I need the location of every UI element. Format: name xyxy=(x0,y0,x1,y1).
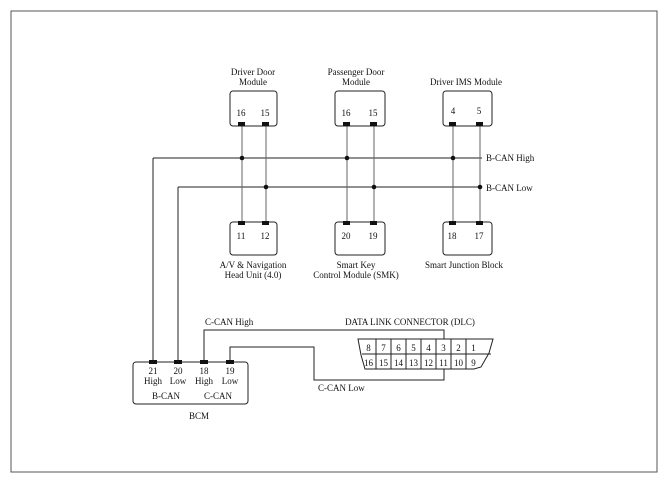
dlc-pin-16: 16 xyxy=(364,358,374,368)
bcm-pin-18: 18 xyxy=(200,366,210,376)
dlc-bottom-pin-labels: 16 15 14 13 12 11 10 9 xyxy=(364,358,476,368)
bcm-group-bcan: B-CAN xyxy=(152,391,181,401)
driver-door-pin-15: 15 xyxy=(261,108,271,118)
dlc-pin-6: 6 xyxy=(396,343,401,353)
ccan-low-wire xyxy=(229,346,445,381)
dlc-pin-7: 7 xyxy=(381,343,386,353)
sjb-pin-18: 18 xyxy=(448,231,458,241)
bcm-pin-level: Low xyxy=(170,376,187,386)
bcm-box xyxy=(132,361,249,405)
av-nav-name-2: Head Unit (4.0) xyxy=(225,270,282,280)
bcm-name: BCM xyxy=(189,411,209,421)
ccan-low-label: C-CAN Low xyxy=(318,383,365,393)
smk-pin-19: 19 xyxy=(369,231,379,241)
ccan-high-label: C-CAN High xyxy=(205,317,254,327)
bus-junctions xyxy=(239,155,483,190)
av-nav-pin-11: 11 xyxy=(237,231,246,241)
dlc-pin-2: 2 xyxy=(456,343,461,353)
driver-door-module: Driver Door Module 16 15 xyxy=(229,67,278,127)
bcm-pin-level: High xyxy=(195,376,214,386)
smk-name-2: Control Module (SMK) xyxy=(313,270,399,280)
dlc-top-dividers xyxy=(375,339,467,354)
dlc-pin-13: 13 xyxy=(409,358,419,368)
dlc-bottom-dividers xyxy=(375,354,467,369)
passenger-door-module: Passenger Door Module 16 15 xyxy=(328,67,386,127)
av-navigation-head-unit: 11 12 A/V & Navigation Head Unit (4.0) xyxy=(220,221,287,280)
dlc-pin-5: 5 xyxy=(411,343,416,353)
sjb-name: Smart Junction Block xyxy=(425,260,503,270)
bcan-high-label: B-CAN High xyxy=(486,153,535,163)
smart-key-control-module: 20 19 Smart Key Control Module (SMK) xyxy=(313,221,399,280)
passenger-door-name-1: Passenger Door xyxy=(328,67,385,77)
bcm-pin-19: 19 xyxy=(226,366,236,376)
bcm-group-ccan: C-CAN xyxy=(204,391,233,401)
bcm-pin-20: 20 xyxy=(174,366,184,376)
dlc-pin-10: 10 xyxy=(454,358,464,368)
av-nav-pin-12: 12 xyxy=(261,231,270,241)
bcan-low-label: B-CAN Low xyxy=(486,183,533,193)
dlc-pin-11: 11 xyxy=(439,358,448,368)
dlc-pin-12: 12 xyxy=(424,358,433,368)
passenger-door-pin-15: 15 xyxy=(369,108,379,118)
smk-name-1: Smart Key xyxy=(337,260,376,270)
driver-ims-module: Driver IMS Module 4 5 xyxy=(430,77,502,127)
bcm-pin-level: Low xyxy=(222,376,239,386)
driver-ims-pin-4: 4 xyxy=(451,106,456,116)
bcm-pin-21: 21 xyxy=(149,366,158,376)
driver-ims-pin-5: 5 xyxy=(477,106,482,116)
driver-door-name-2: Module xyxy=(239,77,267,87)
dlc-pin-14: 14 xyxy=(394,358,404,368)
dlc-pin-1: 1 xyxy=(471,343,476,353)
diagram-frame xyxy=(10,10,658,473)
sjb-pin-17: 17 xyxy=(475,231,485,241)
smart-junction-block: 18 17 Smart Junction Block xyxy=(425,221,503,270)
dlc-pin-9: 9 xyxy=(471,358,476,368)
bcm-pin-level: High xyxy=(144,376,163,386)
ccan-high-wire xyxy=(203,329,445,362)
dlc-pin-15: 15 xyxy=(379,358,389,368)
driver-door-pin-16: 16 xyxy=(237,108,247,118)
dlc-pin-3: 3 xyxy=(441,343,446,353)
passenger-door-pin-16: 16 xyxy=(342,108,352,118)
dlc-title: DATA LINK CONNECTOR (DLC) xyxy=(345,317,475,327)
passenger-door-name-2: Module xyxy=(342,77,370,87)
av-nav-name-1: A/V & Navigation xyxy=(220,260,287,270)
dlc-pin-4: 4 xyxy=(426,343,431,353)
dlc-pin-8: 8 xyxy=(366,343,371,353)
driver-ims-name: Driver IMS Module xyxy=(430,77,502,87)
smk-pin-20: 20 xyxy=(342,231,352,241)
driver-door-name-1: Driver Door xyxy=(231,67,275,77)
